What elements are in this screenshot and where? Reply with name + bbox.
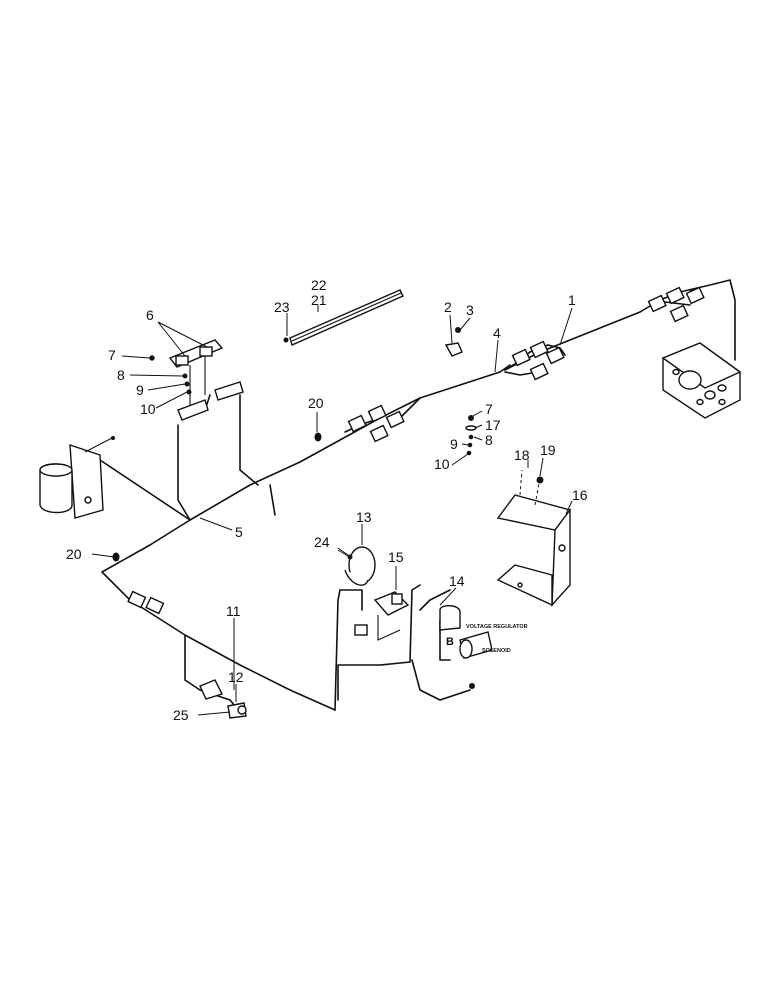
callout-20: 20 xyxy=(308,395,324,411)
callout-12: 12 xyxy=(228,669,244,685)
flasher-unit xyxy=(337,546,376,586)
callout-23: 23 xyxy=(274,299,290,315)
callout-24: 24 xyxy=(314,534,330,550)
callout-3: 3 xyxy=(466,302,474,318)
switch-bracket xyxy=(149,339,244,421)
callout-13: 13 xyxy=(356,509,372,525)
callout-2: 2 xyxy=(444,299,452,315)
grommets xyxy=(112,432,322,562)
harness-connectors xyxy=(127,286,705,615)
callout-4: 4 xyxy=(493,325,501,341)
callout-7b: 7 xyxy=(485,401,493,417)
callout-1: 1 xyxy=(568,292,576,308)
leader-lines xyxy=(91,305,573,716)
relay-box xyxy=(354,591,410,641)
clip-connector xyxy=(444,327,463,357)
callout-5: 5 xyxy=(235,524,243,540)
rod-assembly xyxy=(283,289,404,346)
callout-19: 19 xyxy=(540,442,556,458)
callout-labels: 22 21 23 2 3 1 4 6 7 8 9 10 20 7 17 8 9 … xyxy=(66,277,588,723)
voltage-regulator-group xyxy=(439,605,493,689)
callout-21: 21 xyxy=(311,292,327,308)
callout-17: 17 xyxy=(485,417,501,433)
component-labels: VOLTAGE REGULATOR SOLENOID B xyxy=(446,624,528,654)
callout-18: 18 xyxy=(514,447,530,463)
callout-15: 15 xyxy=(388,549,404,565)
voltage-regulator-label: VOLTAGE REGULATOR xyxy=(466,624,528,630)
key-switch xyxy=(199,679,247,719)
callout-11: 11 xyxy=(226,603,241,619)
callout-20b: 20 xyxy=(66,546,82,562)
callout-8b: 8 xyxy=(485,432,493,448)
callout-10b: 10 xyxy=(434,456,450,472)
callout-22: 22 xyxy=(311,277,327,293)
callout-10: 10 xyxy=(140,401,156,417)
left-lamp xyxy=(39,436,115,519)
callout-14: 14 xyxy=(449,573,465,589)
gauge-cluster-panel xyxy=(661,342,742,419)
callout-9: 9 xyxy=(136,382,144,398)
callout-6: 6 xyxy=(146,307,154,323)
harness-wires xyxy=(84,279,736,713)
terminal-b-label: B xyxy=(446,636,454,648)
callout-8: 8 xyxy=(117,367,125,383)
mounting-bracket xyxy=(496,469,572,607)
callout-7: 7 xyxy=(108,347,116,363)
callout-9b: 9 xyxy=(450,436,458,452)
hardware-stack xyxy=(465,415,477,456)
callout-16: 16 xyxy=(572,487,588,503)
callout-25: 25 xyxy=(173,707,189,723)
solenoid-label: SOLENOID xyxy=(482,648,511,654)
